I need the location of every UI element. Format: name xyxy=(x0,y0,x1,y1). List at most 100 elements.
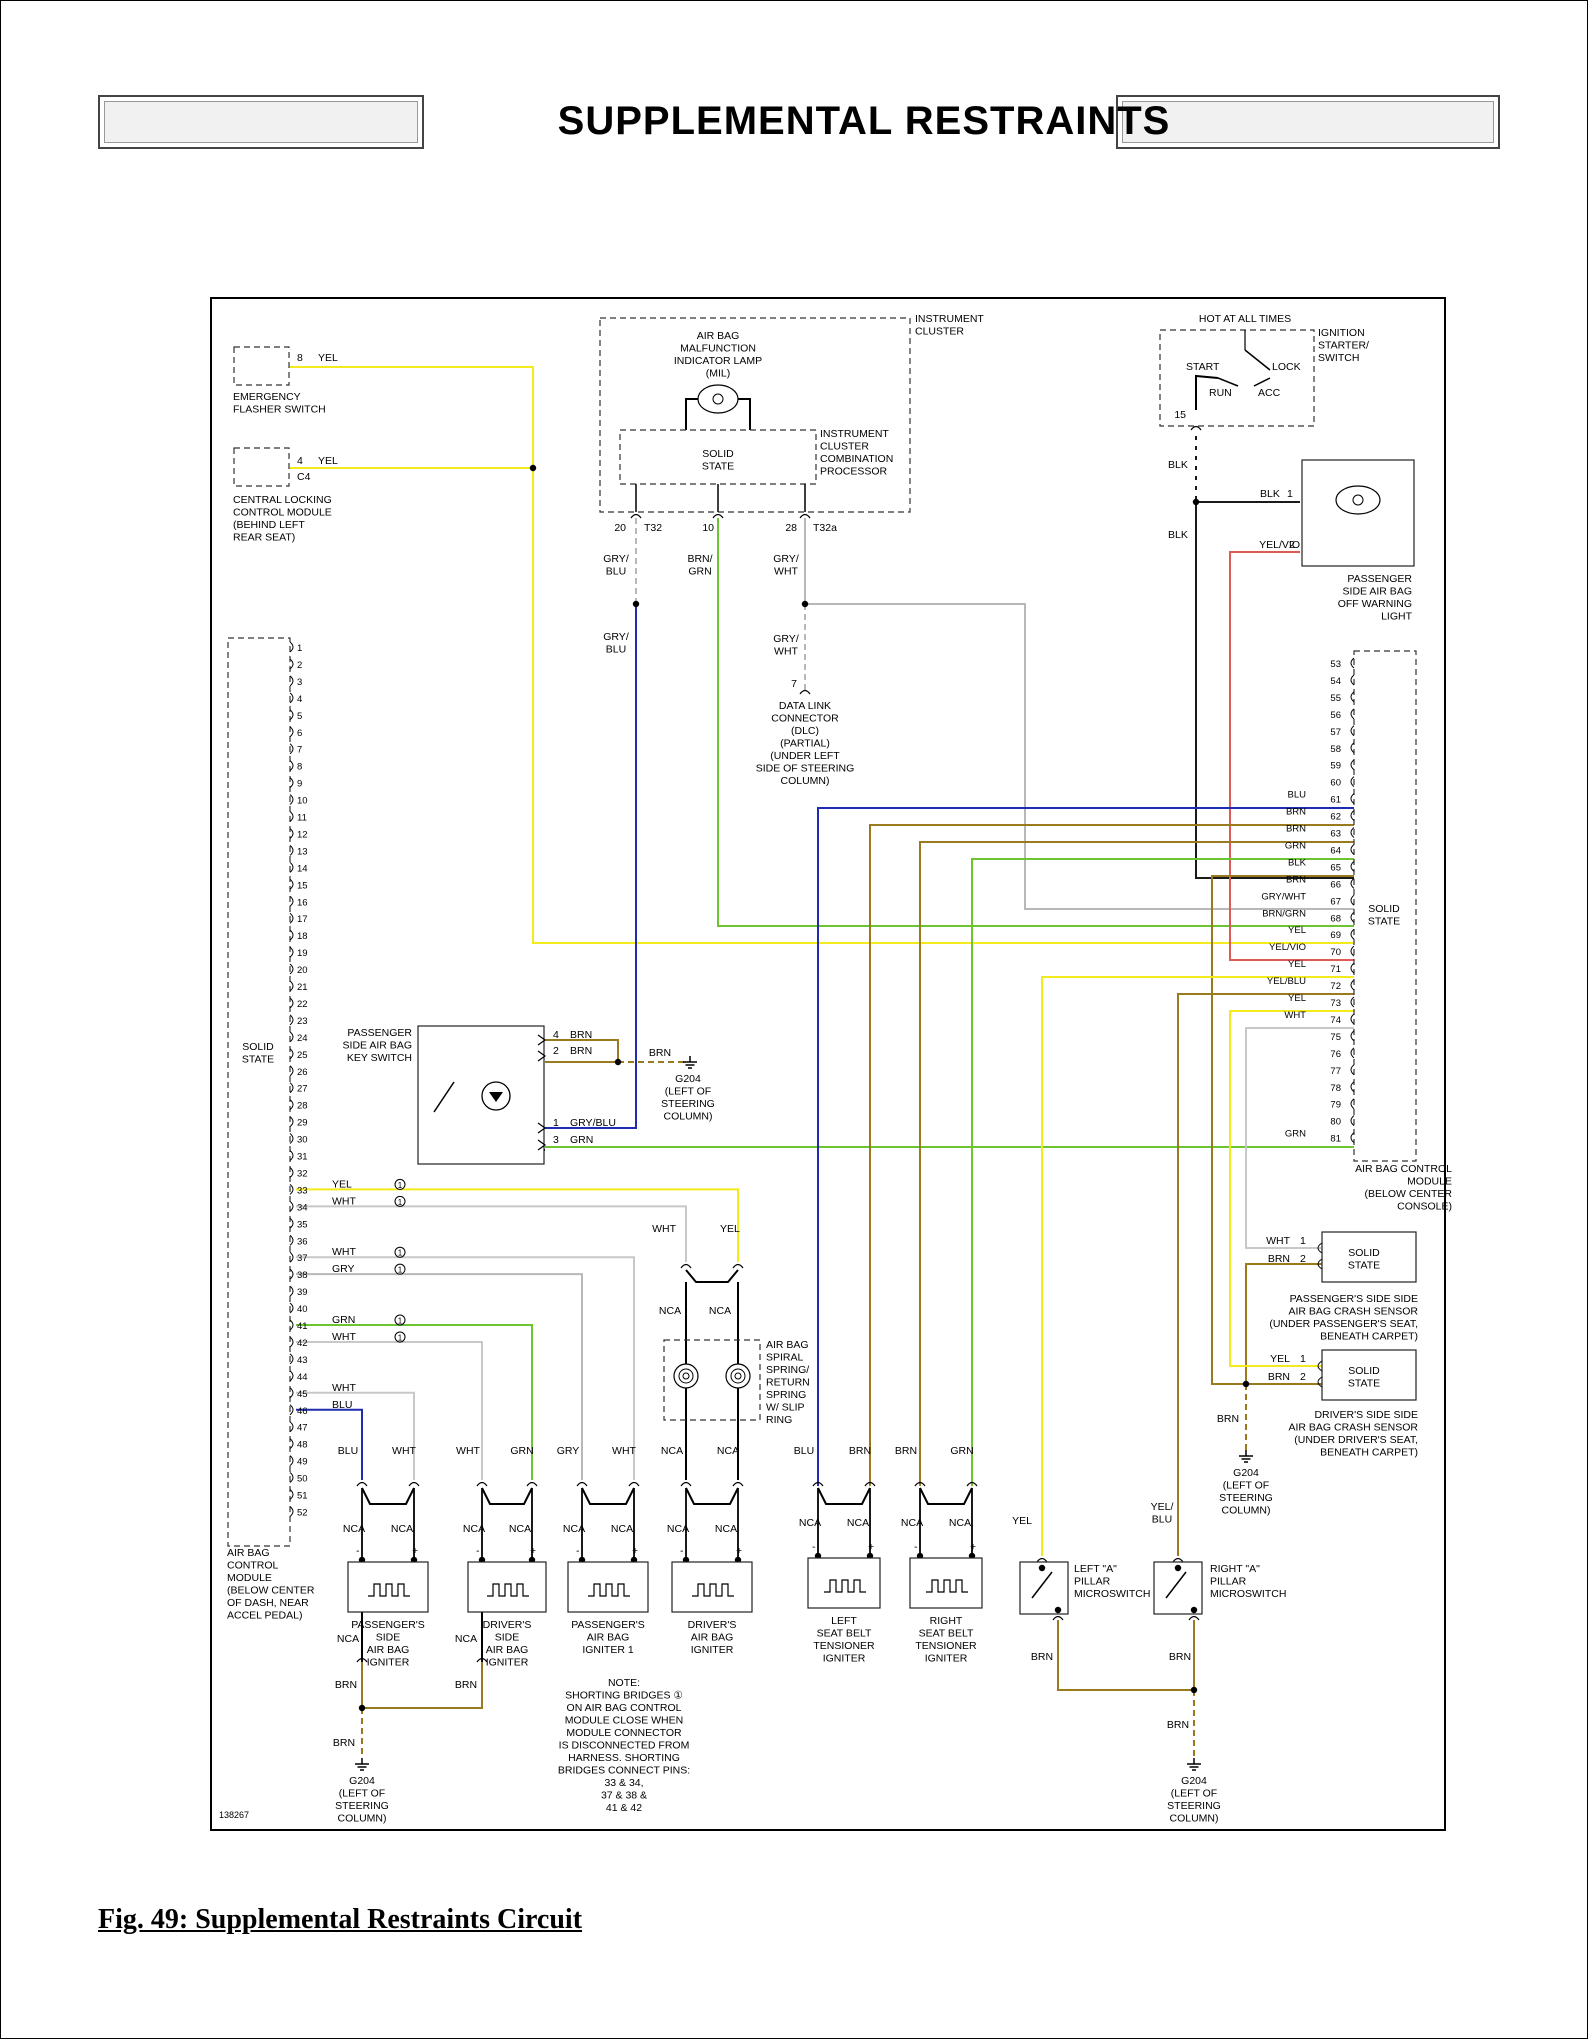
mil-lamp xyxy=(697,384,739,414)
acm-left-pin-47 xyxy=(289,1421,294,1433)
igniter-nca-label: NCA xyxy=(455,1633,477,1645)
wire-color-label: GRY/BLU xyxy=(603,553,629,578)
wire-color-label: NCA xyxy=(659,1305,681,1317)
igniter-wire-color: NCA xyxy=(717,1445,739,1457)
bridge-circle xyxy=(394,1263,406,1275)
acm-left-pin-35 xyxy=(289,1217,294,1229)
acm-right-pin-number: 81 xyxy=(1330,1134,1341,1145)
igniter-nca-label: NCA xyxy=(799,1517,821,1529)
diagram-id: 138267 xyxy=(219,1810,249,1820)
igniter-nca-label: NCA xyxy=(715,1523,737,1535)
acm-right-pin-55 xyxy=(1350,691,1355,703)
wire-color-label: GRY/WHT xyxy=(773,553,799,578)
acm-right-pin-56 xyxy=(1350,708,1355,720)
acm-left-pin-8 xyxy=(289,760,294,772)
key-switch-pin-3 xyxy=(537,1139,547,1151)
pin-label: 2 xyxy=(553,1045,559,1057)
acm-left-pin-number: 47 xyxy=(297,1423,308,1434)
acm-right-wire-color: BLK xyxy=(1288,857,1307,868)
igniter-element-icon xyxy=(692,1583,734,1597)
acm-left-pin-number: 8 xyxy=(297,762,302,773)
wire-brn-grn-to-68 xyxy=(717,518,1354,927)
igniter-nca-label: NCA xyxy=(391,1523,413,1535)
acm-left-pin-number: 25 xyxy=(297,1050,308,1061)
ignition-connector xyxy=(1190,425,1202,431)
acm-right-pin-number: 78 xyxy=(1330,1083,1341,1094)
acm-left-pin-number: 18 xyxy=(297,931,308,942)
wire-color-label: BRN xyxy=(1217,1413,1239,1425)
pin-label: 8 xyxy=(297,352,303,364)
acm-right-pin-number: 59 xyxy=(1330,761,1341,772)
wire-color-label: WHT xyxy=(332,1246,356,1258)
wire-color-label: WHT xyxy=(1266,1235,1290,1247)
igniter-element-icon xyxy=(824,1579,866,1593)
splice-brn-ground xyxy=(358,1704,366,1712)
hot-at-all-times-label: HOT AT ALL TIMES xyxy=(1199,313,1291,325)
igniter-element-icon xyxy=(487,1583,529,1597)
bridge-number: 1 xyxy=(398,1181,403,1190)
acm-left-module xyxy=(227,637,291,1547)
splice-brn-pillars xyxy=(1190,1686,1198,1694)
wire-grn-to-64 xyxy=(971,858,1354,1486)
acm-left-pin-18 xyxy=(289,929,294,941)
key-switch-pin-4 xyxy=(537,1034,547,1046)
igniter-connector xyxy=(864,1481,876,1487)
ignition-lock-label: LOCK xyxy=(1272,361,1301,373)
acm-right-pin-number: 58 xyxy=(1330,744,1341,755)
ignition-switch-box xyxy=(1159,329,1315,427)
acm-left-pin-number: 36 xyxy=(297,1236,308,1247)
wire-brn-66 xyxy=(1211,875,1354,1385)
pin-label: 28 xyxy=(785,522,797,534)
key-switch-pin-2 xyxy=(537,1050,547,1062)
wire-color-label: BRN xyxy=(570,1029,592,1041)
acm-left-pin-number: 1 xyxy=(297,643,302,654)
acm-left-pin-31 xyxy=(289,1150,294,1161)
acm-left-pin-49 xyxy=(289,1455,294,1466)
igniter-wire-color: BLU xyxy=(794,1445,814,1457)
acm-right-pin-58 xyxy=(1350,742,1355,754)
wire-color-label: BLU xyxy=(332,1399,352,1411)
acm-left-pin-number: 19 xyxy=(297,948,308,959)
acm-right-pin-number: 57 xyxy=(1330,727,1341,738)
wire-brn-to-62 xyxy=(869,824,1354,1486)
acm-left-pin-number: 9 xyxy=(297,779,302,790)
igniter-connector xyxy=(628,1481,640,1487)
key-switch-pin-1 xyxy=(537,1122,547,1134)
igniter-shorting-link xyxy=(581,1487,635,1505)
acm-right-wire-color: GRN xyxy=(1285,840,1306,851)
acm-right-pin-number: 55 xyxy=(1330,693,1341,704)
acm-left-pin-number: 13 xyxy=(297,846,308,857)
acm-right-pin-number: 75 xyxy=(1330,1032,1341,1043)
igniter-connector xyxy=(914,1481,926,1487)
page-title: SUPPLEMENTAL RESTRAINTS xyxy=(557,99,1171,143)
igniter-element-icon xyxy=(926,1579,968,1593)
igniter-wire-color: BRN xyxy=(895,1445,917,1457)
acm-left-pin-number: 2 xyxy=(297,660,302,671)
acm-left-pin-number: 3 xyxy=(297,677,302,688)
igniter-shorting-link xyxy=(919,1487,973,1505)
acm-right-wire-color: YEL xyxy=(1288,925,1306,936)
acm-left-pin-number: 32 xyxy=(297,1168,308,1179)
cluster-connector xyxy=(630,513,642,519)
acm-right-pin-number: 72 xyxy=(1330,981,1341,992)
splice-blk xyxy=(1192,498,1200,506)
acm-right-pin-number: 68 xyxy=(1330,913,1341,924)
wire-wht-37 xyxy=(296,1256,635,1480)
acm-right-pin-number: 64 xyxy=(1330,845,1341,856)
wire-color-label: BLK xyxy=(1260,488,1280,500)
acm-left-pin-number: 39 xyxy=(297,1287,308,1298)
pin-label: 20 xyxy=(614,522,626,534)
wire-blk-to-65 xyxy=(1195,430,1354,879)
ignition-start-label: START xyxy=(1186,361,1220,373)
figure-caption: Fig. 49: Supplemental Restraints Circuit xyxy=(98,1904,583,1935)
igniter-polarity: + xyxy=(530,1545,536,1557)
